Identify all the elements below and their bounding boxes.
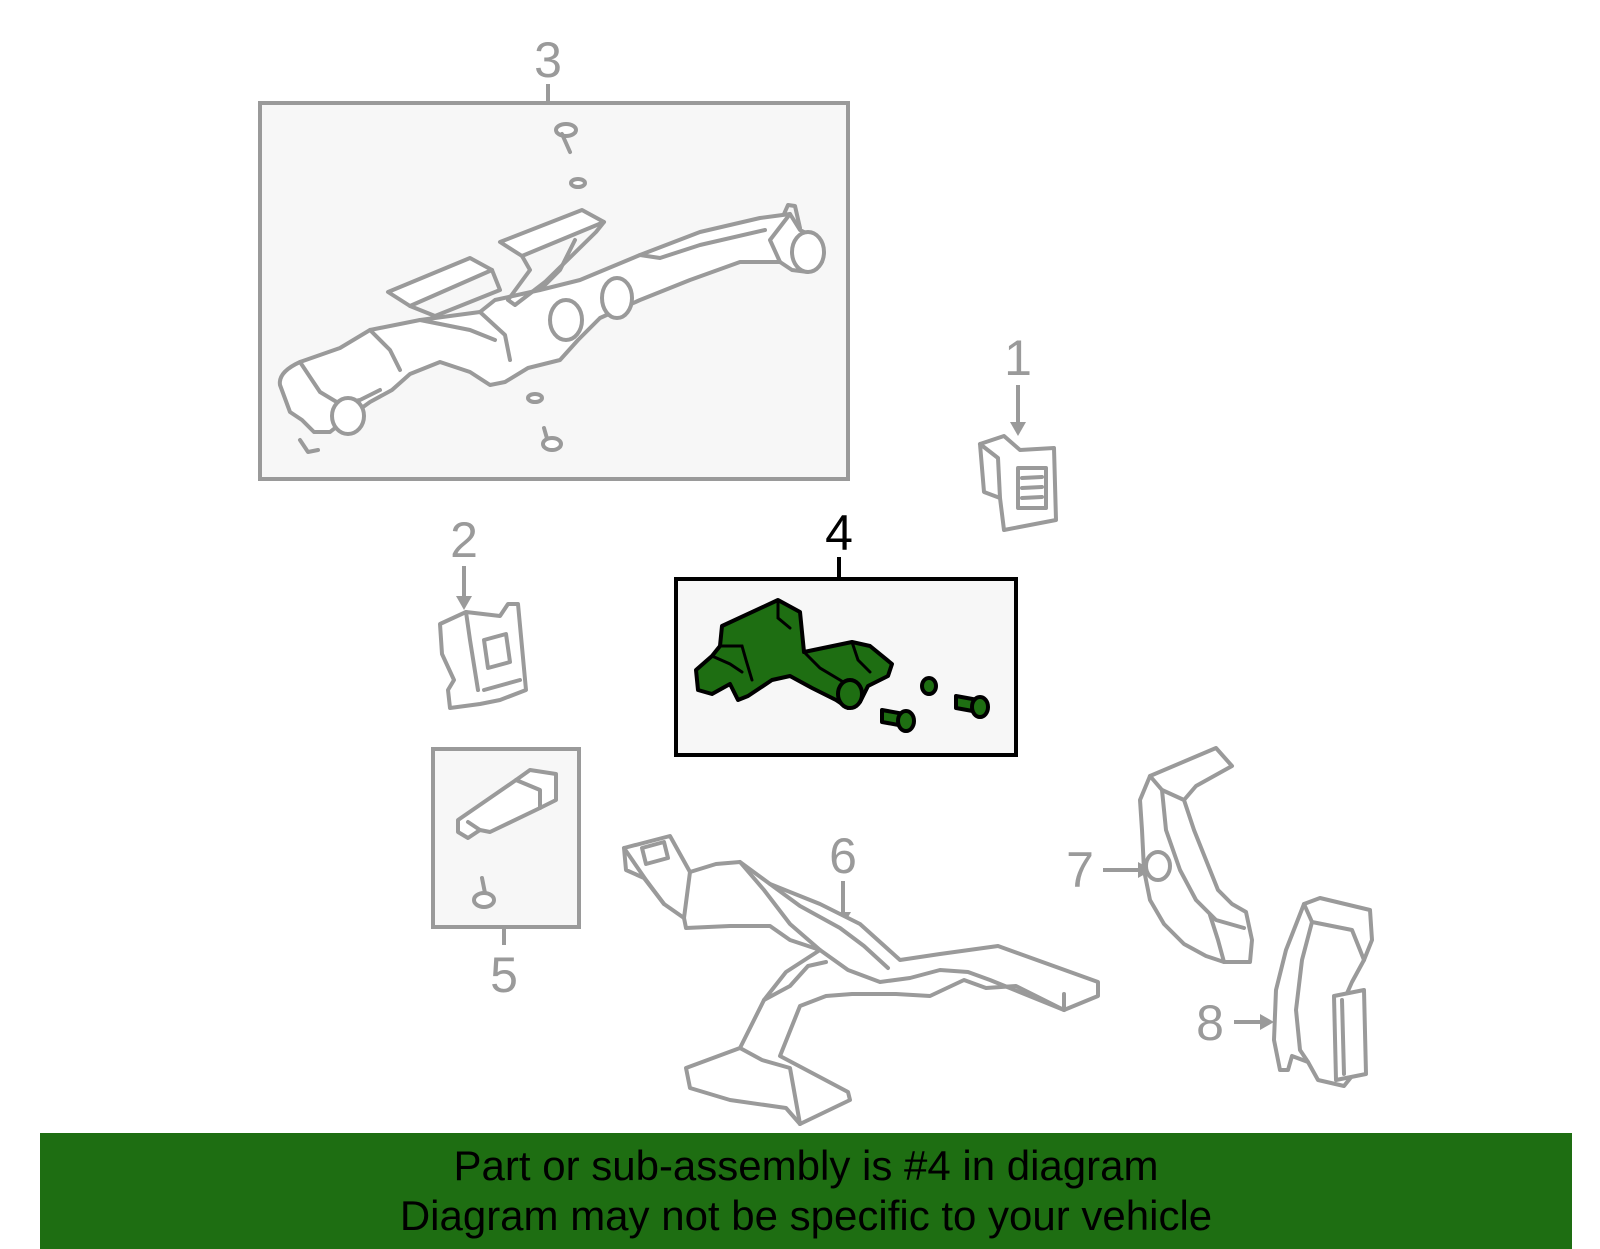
- callout-1: 1: [1004, 330, 1032, 386]
- part-3-flanges: [386, 208, 606, 318]
- part-1-vent-shape: [978, 434, 1058, 532]
- callout-4: 4: [825, 505, 853, 561]
- info-banner: Part or sub-assembly is #4 in diagram Di…: [40, 1133, 1572, 1249]
- part-3-duct-body: [277, 203, 826, 454]
- part-3-screw-top: [554, 122, 587, 189]
- part-6-duct-shape: [622, 834, 1100, 1126]
- callout-3: 3: [534, 32, 562, 88]
- part-5-group[interactable]: 5: [431, 747, 581, 1003]
- banner-line-1: Part or sub-assembly is #4 in diagram: [453, 1142, 1159, 1189]
- part-3-group[interactable]: 3: [258, 32, 850, 481]
- part-2-bracket-shape: [438, 602, 528, 710]
- part-5-screw: [472, 876, 496, 909]
- part-8-vent-shape: [1272, 896, 1374, 1088]
- part-4-bolt-right: [954, 694, 990, 719]
- part-8-arrowhead: [1260, 1014, 1274, 1030]
- part-4-nut: [920, 676, 938, 696]
- part-5-clip-shape: [456, 768, 558, 840]
- part-6-group[interactable]: 6: [622, 828, 1100, 1126]
- part-4-duct-shape: [694, 598, 894, 710]
- part-2-group[interactable]: 2: [438, 512, 528, 710]
- part-1-group[interactable]: 1: [978, 330, 1058, 532]
- callout-5: 5: [490, 947, 518, 1003]
- part-1-arrowhead: [1010, 422, 1026, 436]
- callout-8: 8: [1196, 995, 1224, 1051]
- part-4-group[interactable]: 4: [674, 505, 1018, 757]
- part-8-group[interactable]: 8: [1196, 896, 1374, 1088]
- part-7-duct-shape: [1138, 746, 1254, 964]
- part-3-screw-bottom: [526, 392, 563, 452]
- part-2-arrowhead: [456, 596, 472, 610]
- callout-2: 2: [450, 512, 478, 568]
- part-4-bolt-left: [880, 708, 916, 733]
- banner-line-2: Diagram may not be specific to your vehi…: [399, 1192, 1213, 1239]
- part-7-group[interactable]: 7: [1066, 746, 1254, 964]
- callout-6: 6: [829, 828, 857, 884]
- callout-7: 7: [1066, 842, 1094, 898]
